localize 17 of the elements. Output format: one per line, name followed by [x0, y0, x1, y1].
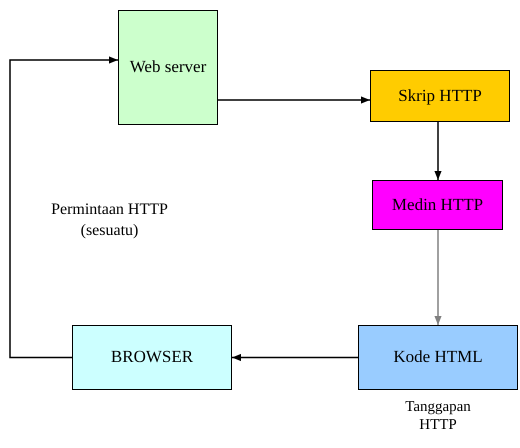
process-box [118, 10, 218, 125]
arrow [434, 230, 442, 325]
note: Permintaan HTTP (sesuatu) [50, 200, 169, 241]
box-label: Web server [130, 56, 206, 78]
box-label: BROWSER [110, 346, 194, 368]
box-label: Tanggapan HTTP [404, 398, 472, 434]
arrow [434, 122, 442, 180]
process-box [72, 325, 232, 390]
process-box [358, 325, 518, 390]
box-label: Kode HTML [393, 346, 483, 368]
process-box [370, 70, 510, 122]
box-label: Medin HTTP [392, 194, 484, 216]
arrow [9, 56, 118, 358]
box-label: Skrip HTTP [398, 84, 482, 107]
arrow [218, 96, 370, 104]
process-box [372, 180, 503, 230]
arrow [232, 354, 358, 362]
